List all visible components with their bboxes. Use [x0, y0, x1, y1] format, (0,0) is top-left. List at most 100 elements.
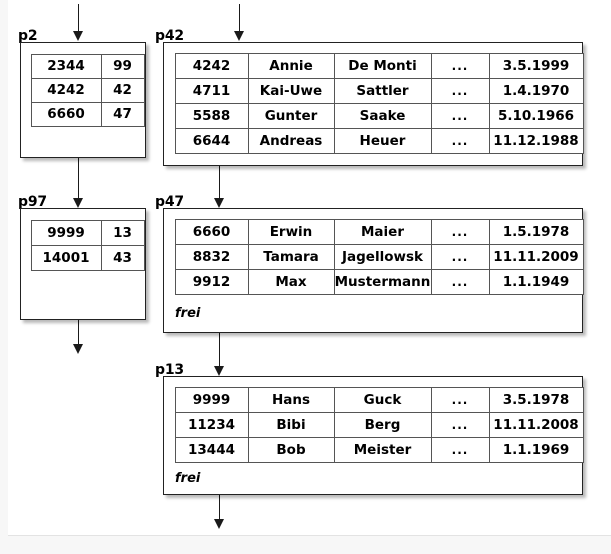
arrow-p2-to-p97-head [72, 198, 83, 208]
table-row[interactable]: 9912 Max Mustermann ... 1.1.1949 [174, 268, 584, 295]
block-label-p2: p2 [18, 28, 38, 44]
table-row[interactable]: 11234 Bibi Berg ... 11.11.2008 [174, 411, 584, 438]
arrow-into-p2-line [78, 4, 79, 34]
arrow-p47-to-p13-line [219, 333, 220, 371]
cell-date: 1.1.1949 [488, 268, 584, 295]
cell-lastname: Jagellowsk [333, 243, 432, 270]
cell-id: 13444 [174, 436, 249, 463]
block-p2[interactable]: 2344 99 4242 42 6660 47 [20, 42, 146, 158]
cell-id: 4711 [174, 77, 249, 104]
block-p47[interactable]: 6660 Erwin Maier ... 1.5.1978 8832 Tamar… [163, 208, 584, 333]
table-row[interactable]: 4242 42 [30, 77, 145, 103]
arrow-p2-to-p97-line [78, 158, 79, 200]
cell-key: 4242 [30, 77, 102, 103]
cell-more: ... [430, 268, 490, 295]
cell-date: 3.5.1999 [488, 52, 584, 79]
cell-lastname: Guck [333, 386, 432, 413]
cell-id: 8832 [174, 243, 249, 270]
cell-more: ... [430, 436, 490, 463]
cell-more: ... [430, 77, 490, 104]
cell-pointer: 47 [100, 101, 145, 127]
block-label-p97: p97 [18, 194, 47, 210]
arrow-p13-down-line [219, 495, 220, 527]
table-row[interactable]: 6644 Andreas Heuer ... 11.12.1988 [174, 127, 584, 154]
cell-firstname: Andreas [247, 127, 335, 154]
block-p42[interactable]: 4242 Annie De Monti ... 3.5.1999 4711 Ka… [163, 42, 584, 166]
table-row[interactable]: 9999 13 [30, 219, 145, 246]
grid-p13: 9999 Hans Guck ... 3.5.1978 11234 Bibi B… [174, 386, 584, 463]
table-row[interactable]: 14001 43 [30, 244, 145, 271]
arrow-into-p42-line [239, 4, 240, 34]
block-p97[interactable]: 9999 13 14001 43 [20, 208, 146, 320]
table-row[interactable]: 5588 Gunter Saake ... 5.10.1966 [174, 102, 584, 129]
cell-firstname: Max [247, 268, 335, 295]
table-row[interactable]: 9999 Hans Guck ... 3.5.1978 [174, 386, 584, 413]
arrow-p97-down-head [72, 344, 83, 354]
cell-date: 1.5.1978 [488, 218, 584, 245]
cell-id: 6660 [174, 218, 249, 245]
cell-date: 3.5.1978 [488, 386, 584, 413]
grid-p47: 6660 Erwin Maier ... 1.5.1978 8832 Tamar… [174, 218, 584, 295]
cell-key: 14001 [30, 244, 102, 271]
cell-more: ... [430, 52, 490, 79]
cell-firstname: Bibi [247, 411, 335, 438]
cell-key: 6660 [30, 101, 102, 127]
grid-p2: 2344 99 4242 42 6660 47 [30, 53, 145, 127]
cell-id: 5588 [174, 102, 249, 129]
block-label-p47: p47 [155, 194, 184, 210]
cell-more: ... [430, 386, 490, 413]
block-p13[interactable]: 9999 Hans Guck ... 3.5.1978 11234 Bibi B… [163, 376, 584, 495]
free-space-label: frei [175, 306, 201, 321]
table-row[interactable]: 4242 Annie De Monti ... 3.5.1999 [174, 52, 584, 79]
table-row[interactable]: 6660 47 [30, 101, 145, 127]
arrow-p97-down-line [78, 320, 79, 352]
cell-firstname: Hans [247, 386, 335, 413]
table-row[interactable]: 2344 99 [30, 53, 145, 79]
cell-lastname: Berg [333, 411, 432, 438]
cell-lastname: Heuer [333, 127, 432, 154]
arrow-p47-to-p13-head [213, 366, 224, 376]
arrow-into-p42-head [233, 31, 244, 41]
cell-lastname: Saake [333, 102, 432, 129]
cell-lastname: Meister [333, 436, 432, 463]
cell-date: 11.11.2008 [488, 411, 584, 438]
cell-more: ... [430, 411, 490, 438]
cell-firstname: Gunter [247, 102, 335, 129]
cell-lastname: De Monti [333, 52, 432, 79]
grid-p42: 4242 Annie De Monti ... 3.5.1999 4711 Ka… [174, 52, 584, 154]
cell-more: ... [430, 243, 490, 270]
cell-firstname: Tamara [247, 243, 335, 270]
arrow-p13-down-head [213, 519, 224, 529]
table-row[interactable]: 8832 Tamara Jagellowsk ... 11.11.2009 [174, 243, 584, 270]
cell-key: 9999 [30, 219, 102, 246]
cell-id: 6644 [174, 127, 249, 154]
table-row[interactable]: 6660 Erwin Maier ... 1.5.1978 [174, 218, 584, 245]
cell-id: 9912 [174, 268, 249, 295]
arrow-p42-to-p47-line [219, 166, 220, 202]
table-row[interactable]: 4711 Kai-Uwe Sattler ... 1.4.1970 [174, 77, 584, 104]
cell-lastname: Mustermann [333, 268, 432, 295]
cell-pointer: 99 [100, 53, 145, 79]
cell-lastname: Maier [333, 218, 432, 245]
cell-pointer: 43 [100, 244, 145, 271]
cell-date: 11.11.2009 [488, 243, 584, 270]
arrow-p42-to-p47-head [213, 198, 224, 208]
grid-p97: 9999 13 14001 43 [30, 219, 145, 271]
block-label-p42: p42 [155, 28, 184, 44]
cell-more: ... [430, 218, 490, 245]
cell-lastname: Sattler [333, 77, 432, 104]
block-label-p13: p13 [155, 362, 184, 378]
cell-date: 11.12.1988 [488, 127, 584, 154]
table-row[interactable]: 13444 Bob Meister ... 1.1.1969 [174, 436, 584, 463]
cell-firstname: Erwin [247, 218, 335, 245]
cell-date: 5.10.1966 [488, 102, 584, 129]
cell-more: ... [430, 127, 490, 154]
cell-pointer: 42 [100, 77, 145, 103]
cell-firstname: Annie [247, 52, 335, 79]
cell-firstname: Bob [247, 436, 335, 463]
cell-date: 1.4.1970 [488, 77, 584, 104]
free-space-label: frei [175, 471, 201, 486]
cell-date: 1.1.1969 [488, 436, 584, 463]
cell-key: 2344 [30, 53, 102, 79]
